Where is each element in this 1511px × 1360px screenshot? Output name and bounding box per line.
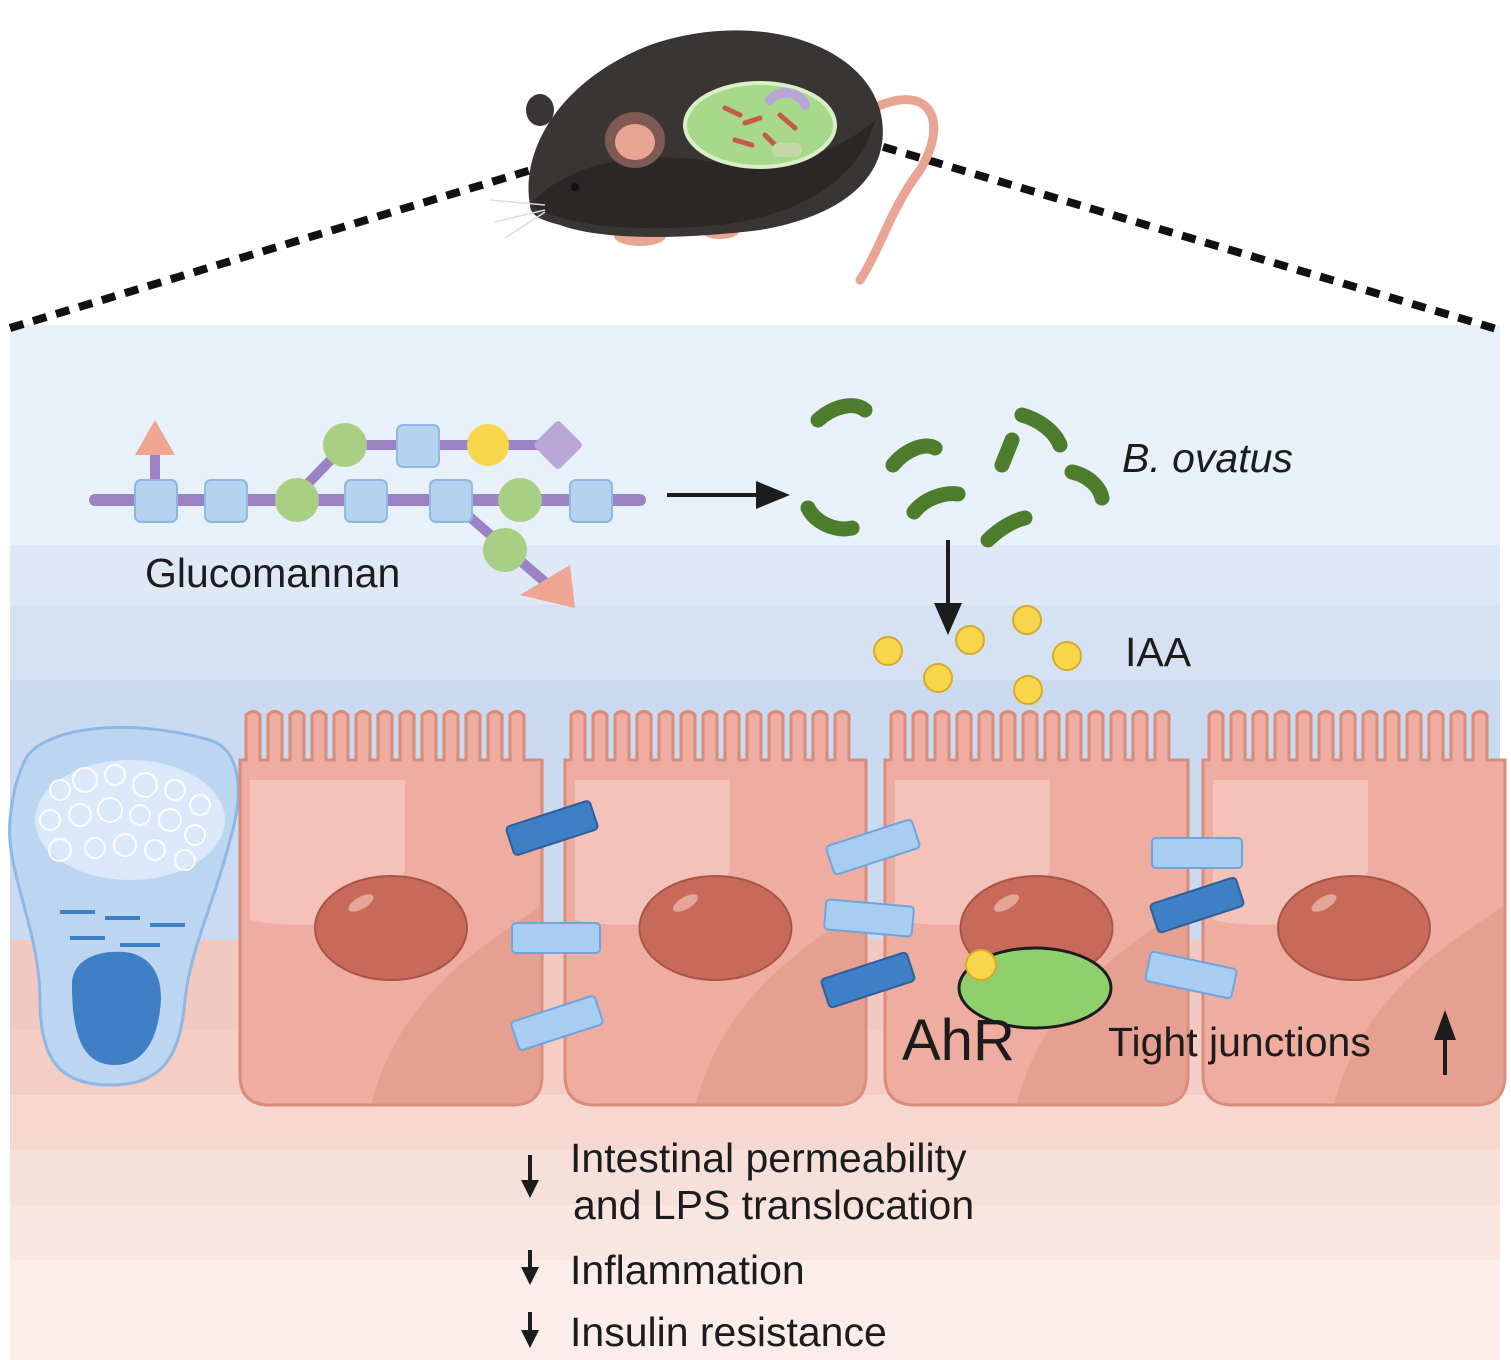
bacteria-cluster [800,398,1110,548]
arrow-to-iaa [934,540,962,635]
outcome-insulin-resistance: Insulin resistance [570,1309,887,1355]
iaa-label: IAA [1125,629,1192,675]
nucleus [314,875,468,981]
bacterium-label: B. ovatus [1122,435,1293,481]
goblet-cell [8,725,240,1087]
enterocyte-cell [238,710,544,1107]
outcome-permeability: Intestinal permeability [570,1135,967,1181]
zoom-lines [8,136,1502,334]
enterocyte-row [238,710,1507,1107]
mouse-illustration [489,30,939,285]
glucomannan-label: Glucomannan [145,550,401,596]
enterocyte-cell [1201,710,1507,1107]
ahr-label: AhR [902,1008,1015,1073]
iaa-molecules [873,605,1082,705]
enterocyte-cell [563,710,868,1107]
outcome-down-arrows [521,1155,539,1348]
tight-junctions-label: Tight junctions [1108,1019,1371,1065]
outcome-permeability-line2: and LPS translocation [573,1182,975,1228]
outcome-inflammation: Inflammation [570,1247,805,1293]
nucleus [638,875,793,981]
tight-junctions [505,800,1245,1051]
ahr-complex [957,946,1113,1030]
tight-junctions-up-arrow [1434,1010,1456,1075]
glucomannan-chain [89,420,646,608]
arrow-to-bacteria [667,481,790,509]
nucleus [1277,875,1431,981]
